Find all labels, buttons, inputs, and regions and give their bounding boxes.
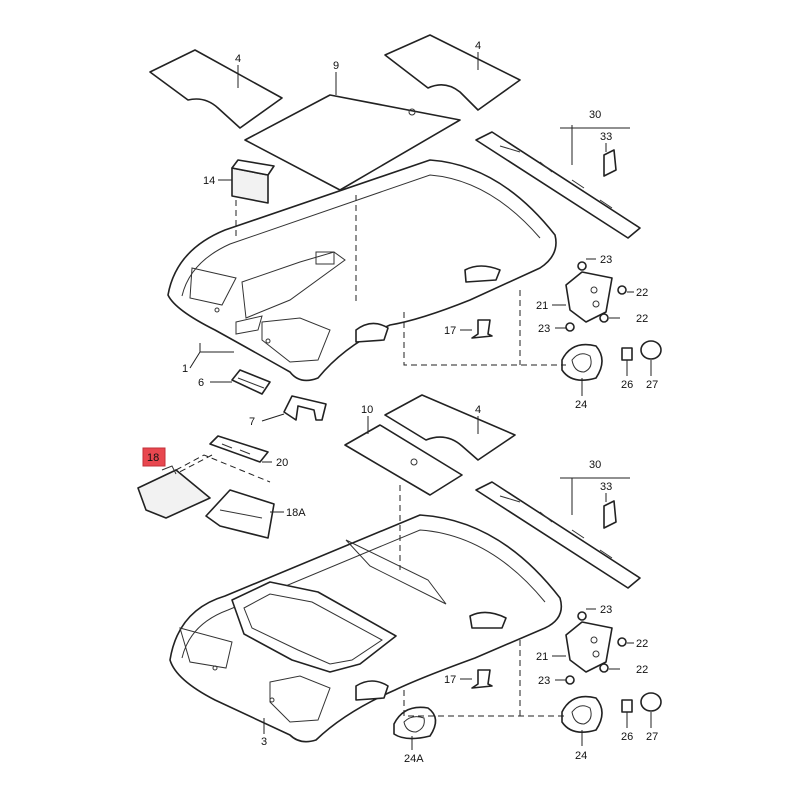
screws-bottom	[565, 611, 627, 685]
plug-26-top	[621, 347, 633, 361]
label-24: 24	[575, 399, 587, 411]
label-30-top: 30	[589, 109, 601, 121]
mount-18A	[205, 489, 275, 539]
clip-17-top	[471, 319, 493, 339]
pad-4-bottom	[384, 394, 516, 461]
label-10: 10	[361, 404, 373, 416]
bracket-21-bottom	[565, 621, 613, 673]
label-21-top: 21	[536, 300, 548, 312]
clip-7	[283, 395, 327, 421]
label-33-top: 33	[600, 131, 612, 143]
label-20: 20	[276, 457, 288, 469]
trim-strip-30-bottom	[475, 481, 641, 589]
label-24A: 24A	[404, 753, 424, 765]
dash-bottom	[399, 485, 566, 717]
bracket-21-top	[565, 271, 613, 323]
trim-strip-30-top	[475, 131, 641, 239]
label-6: 6	[198, 377, 204, 389]
pad-4-left	[149, 49, 283, 129]
label-23-bottom-a: 23	[600, 604, 612, 616]
label-18: 18	[147, 452, 159, 464]
label-27-bottom: 27	[646, 731, 658, 743]
label-21-bottom: 21	[536, 651, 548, 663]
headliner-3	[169, 514, 563, 743]
label-22-top-a: 22	[636, 287, 648, 299]
label-27-top: 27	[646, 379, 658, 391]
label-1: 1	[182, 363, 188, 375]
plug-26-bottom	[621, 699, 633, 713]
label-26-bottom: 26	[621, 731, 633, 743]
label-14: 14	[203, 175, 215, 187]
label-30-bottom: 30	[589, 459, 601, 471]
label-17-top: 17	[444, 325, 456, 337]
label-4-left: 4	[235, 53, 241, 65]
label-24-bottom: 24	[575, 750, 587, 762]
grommet-24	[561, 343, 603, 381]
label-23-top-b: 23	[538, 323, 550, 335]
label-3: 3	[261, 736, 267, 748]
label-33-bottom: 33	[600, 481, 612, 493]
part-20	[209, 435, 269, 463]
label-4-right: 4	[475, 40, 481, 52]
part-14	[231, 159, 275, 204]
clip-33-top	[603, 149, 617, 177]
label-23-bottom-b: 23	[538, 675, 550, 687]
label-4-bottom: 4	[475, 404, 481, 416]
pad-4-right	[384, 34, 521, 111]
screws-top	[565, 261, 627, 332]
grommet-24A	[393, 706, 437, 740]
cap-27-bottom	[640, 692, 662, 712]
dash-top	[167, 195, 566, 479]
leader-lines	[189, 52, 652, 750]
label-26-top: 26	[621, 379, 633, 391]
label-9: 9	[333, 60, 339, 72]
label-18A: 18A	[286, 507, 306, 519]
part-6	[231, 369, 271, 395]
label-22-bottom-a: 22	[636, 638, 648, 650]
label-23-top-a: 23	[600, 254, 612, 266]
label-17-bottom: 17	[444, 674, 456, 686]
cap-27-top	[640, 340, 662, 360]
callout-labels: 4 4 9 14 30 33 23 21 22 22 23 17 24 26 2…	[182, 40, 658, 765]
clip-33-bottom	[603, 500, 617, 529]
insulation-mat-9	[244, 94, 461, 191]
headliner-1	[167, 159, 557, 382]
label-7: 7	[249, 416, 255, 428]
label-22-top-b: 22	[636, 313, 648, 325]
highlight-box-18	[142, 447, 166, 467]
label-22-bottom-b: 22	[636, 664, 648, 676]
sun-visor-18	[137, 465, 211, 519]
dash-18	[175, 454, 271, 483]
clip-17-bottom	[471, 669, 493, 689]
grommet-24-bottom	[561, 695, 603, 733]
